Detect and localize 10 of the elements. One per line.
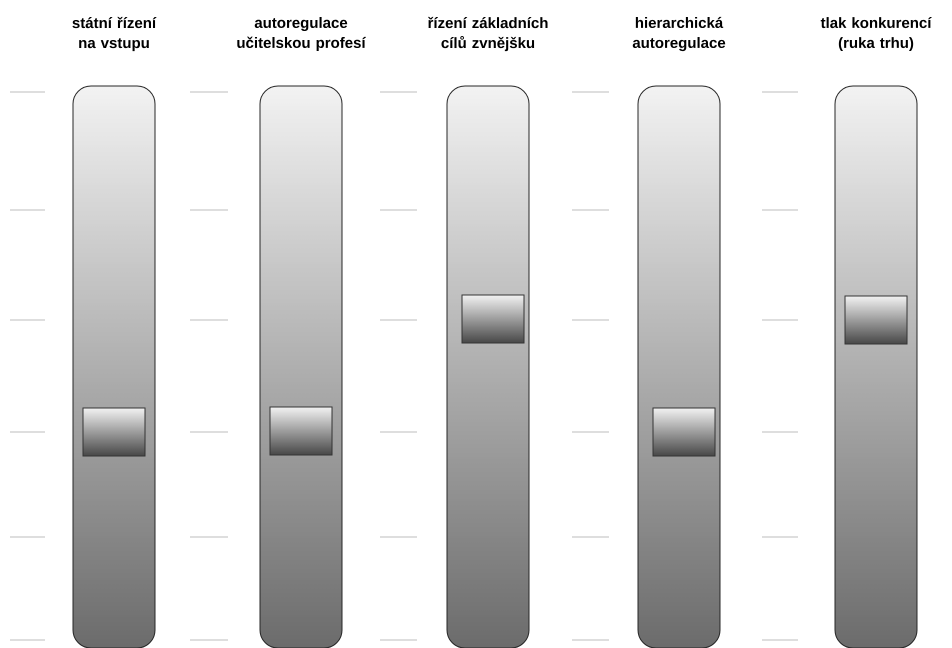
slider-knob: [462, 294, 524, 344]
slider-knob: [270, 406, 332, 456]
column-heading: státní řízení na vstupu: [72, 16, 156, 52]
column-heading: tlak konkurencí (ruka trhu): [820, 16, 932, 52]
slider-knob: [652, 408, 716, 456]
column-heading: hierarchická autoregulace: [632, 16, 726, 52]
column-heading: autoregulace učitelskou profesí: [237, 17, 366, 51]
slider-knob: [82, 408, 146, 456]
slider-knob: [844, 296, 908, 344]
column-heading: řízení základních cílů zvnějšku: [428, 16, 548, 52]
